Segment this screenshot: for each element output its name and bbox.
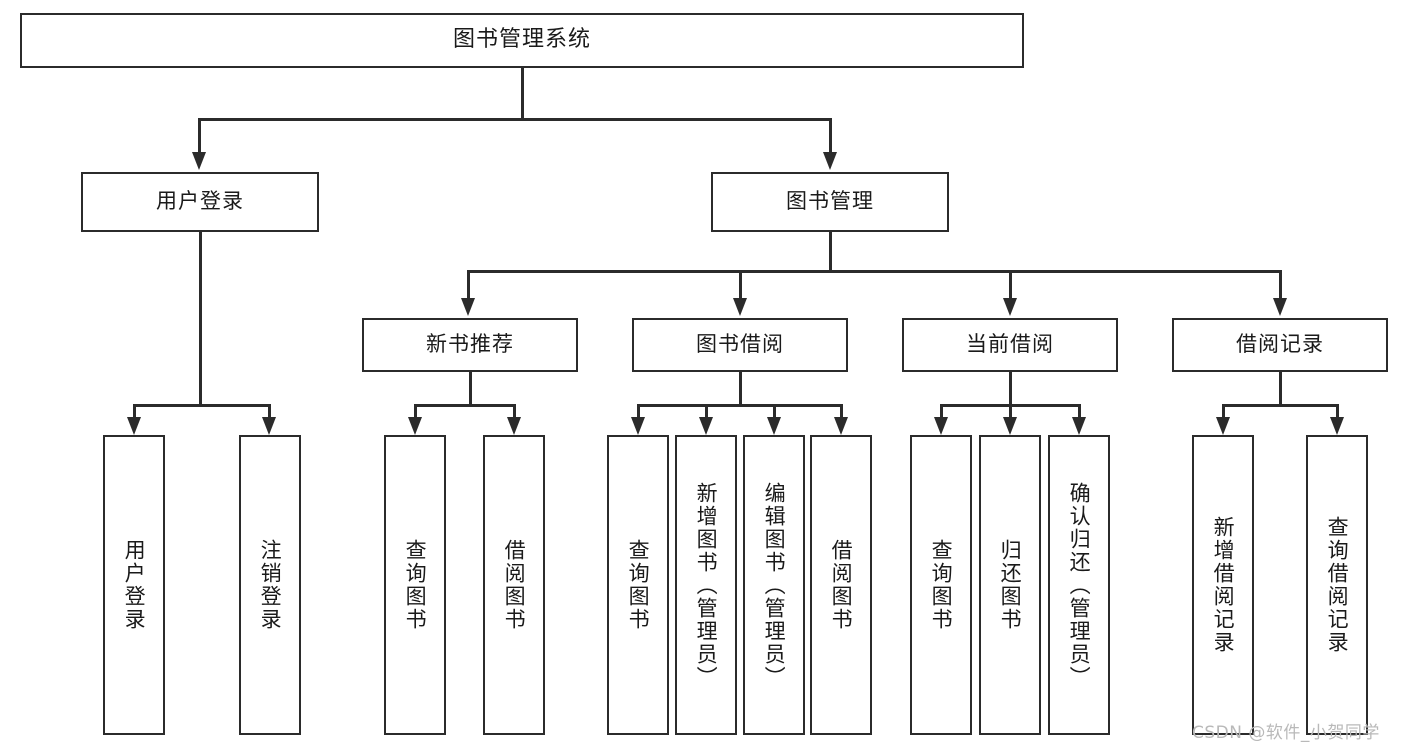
edge-user-login-stem <box>199 232 202 406</box>
edge-drop-leaf-logout <box>268 404 271 419</box>
leaf-cb-confirm-return[interactable]: 确认归还（管理员） <box>1048 435 1110 735</box>
csdn-watermark: CSDN @软件_小贺同学 <box>1192 723 1380 743</box>
edge-new-book-leaf-bus <box>414 404 515 407</box>
edge-user-login-leaf-bus <box>133 404 270 407</box>
node-root-system[interactable]: 图书管理系统 <box>20 13 1024 68</box>
edge-drop-cb-query <box>940 404 943 419</box>
edge-drop-br-add <box>1222 404 1225 419</box>
leaf-user-login[interactable]: 用户登录 <box>103 435 165 735</box>
arrowhead-bb-add <box>699 417 713 435</box>
leaf-logout[interactable]: 注销登录 <box>239 435 301 735</box>
arrowhead-cb-return <box>1003 417 1017 435</box>
leaf-cb-query-book[interactable]: 查询图书 <box>910 435 972 735</box>
arrowhead-book-borrow <box>733 298 747 316</box>
node-current-borrow[interactable]: 当前借阅 <box>902 318 1118 372</box>
arrowhead-cb-query <box>934 417 948 435</box>
node-borrow-record[interactable]: 借阅记录 <box>1172 318 1388 372</box>
edge-drop-borrow-record <box>1279 270 1282 300</box>
arrowhead-book-manage <box>823 152 837 170</box>
edge-drop-bb-borrow <box>840 404 843 419</box>
leaf-nb-query-book[interactable]: 查询图书 <box>384 435 446 735</box>
edge-new-book-stem <box>469 372 472 406</box>
edge-level2-bus <box>198 118 832 121</box>
leaf-br-add-record[interactable]: 新增借阅记录 <box>1192 435 1254 735</box>
arrowhead-bb-borrow <box>834 417 848 435</box>
arrowhead-leaf-user-login <box>127 417 141 435</box>
arrowhead-borrow-record <box>1273 298 1287 316</box>
arrowhead-user-login <box>192 152 206 170</box>
edge-drop-bb-add <box>705 404 708 419</box>
node-book-borrow[interactable]: 图书借阅 <box>632 318 848 372</box>
arrowhead-br-query <box>1330 417 1344 435</box>
edge-drop-current-borrow <box>1009 270 1012 300</box>
arrowhead-br-add <box>1216 417 1230 435</box>
edge-drop-book-manage <box>829 118 832 154</box>
edge-drop-book-borrow <box>739 270 742 300</box>
edge-drop-cb-confirm <box>1078 404 1081 419</box>
arrowhead-nb-borrow <box>507 417 521 435</box>
arrowhead-cb-confirm <box>1072 417 1086 435</box>
edge-current-borrow-stem <box>1009 372 1012 406</box>
edge-drop-new-book <box>467 270 470 300</box>
edge-level3-bus <box>467 270 1281 273</box>
leaf-nb-borrow-book[interactable]: 借阅图书 <box>483 435 545 735</box>
edge-drop-bb-query <box>637 404 640 419</box>
leaf-bb-query-book[interactable]: 查询图书 <box>607 435 669 735</box>
leaf-bb-add-book[interactable]: 新增图书（管理员） <box>675 435 737 735</box>
node-new-book-recommend[interactable]: 新书推荐 <box>362 318 578 372</box>
node-user-login[interactable]: 用户登录 <box>81 172 319 232</box>
edge-book-borrow-leaf-bus <box>637 404 842 407</box>
edge-drop-br-query <box>1336 404 1339 419</box>
arrowhead-leaf-logout <box>262 417 276 435</box>
edge-book-borrow-stem <box>739 372 742 406</box>
arrowhead-new-book <box>461 298 475 316</box>
edge-drop-nb-query <box>414 404 417 419</box>
leaf-bb-borrow-book[interactable]: 借阅图书 <box>810 435 872 735</box>
edge-drop-user-login <box>198 118 201 154</box>
node-book-management[interactable]: 图书管理 <box>711 172 949 232</box>
arrowhead-bb-edit <box>767 417 781 435</box>
arrowhead-nb-query <box>408 417 422 435</box>
edge-root-stem <box>521 68 524 120</box>
edge-drop-leaf-user-login <box>133 404 136 419</box>
edge-drop-nb-borrow <box>513 404 516 419</box>
edge-book-manage-stem <box>829 232 832 272</box>
arrowhead-current-borrow <box>1003 298 1017 316</box>
leaf-bb-edit-book[interactable]: 编辑图书（管理员） <box>743 435 805 735</box>
arrowhead-bb-query <box>631 417 645 435</box>
edge-borrow-record-leaf-bus <box>1222 404 1338 407</box>
leaf-br-query-record[interactable]: 查询借阅记录 <box>1306 435 1368 735</box>
edge-drop-bb-edit <box>773 404 776 419</box>
edge-drop-cb-return <box>1009 404 1012 419</box>
leaf-cb-return-book[interactable]: 归还图书 <box>979 435 1041 735</box>
edge-borrow-record-stem <box>1279 372 1282 406</box>
